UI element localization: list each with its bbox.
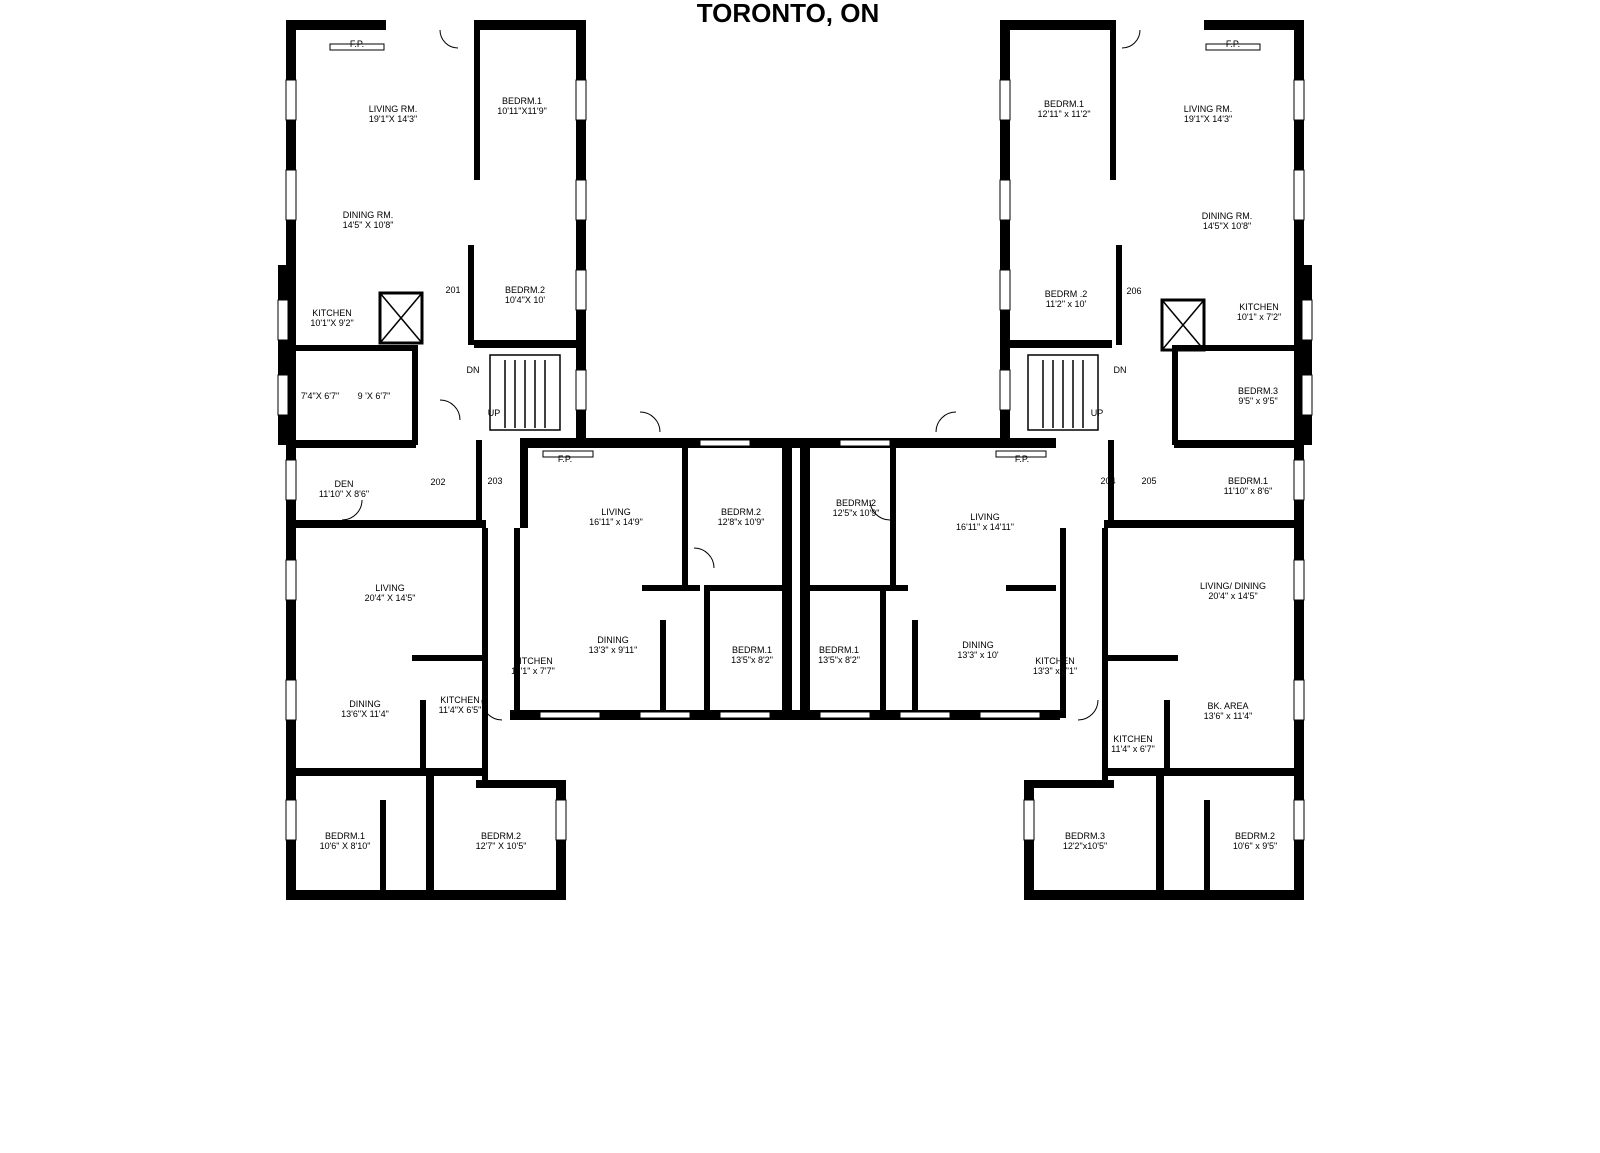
room-size-u206-dining: 14'5"X 10'8" bbox=[1203, 221, 1251, 231]
room-size-u203-bed2: 12'8"x 10'9" bbox=[718, 517, 765, 527]
room-size-u205-bed1: 11'10" x 8'6" bbox=[1224, 486, 1273, 496]
room-size-u206-bed1: 12'11" x 11'2" bbox=[1037, 109, 1090, 119]
room-size-u204-bed1: 13'5"x 8'2" bbox=[818, 655, 860, 665]
room-size-u203-bed1: 13'5"x 8'2" bbox=[731, 655, 773, 665]
room-size-u204-kitchen: 13'3" x 7'1" bbox=[1033, 666, 1077, 676]
fp-mark-206: F.P. bbox=[1226, 39, 1240, 49]
left-wing-walls bbox=[278, 20, 586, 900]
left-elevator bbox=[378, 291, 424, 345]
room-size-u202-living: 20'4" X 14'5" bbox=[365, 593, 416, 603]
room-size-u201-bed2: 10'4"X 10' bbox=[505, 295, 545, 305]
fp-mark-203: F.P. bbox=[558, 454, 572, 464]
fp-mark-204: F.P. bbox=[1015, 454, 1029, 464]
room-name-u202-kitchen: KITCHEN bbox=[440, 695, 480, 705]
right-stair bbox=[1027, 354, 1099, 431]
room-name-u206-bed3: BEDRM.3 bbox=[1238, 386, 1278, 396]
room-size-u203-living: 16'11" x 14'9" bbox=[589, 517, 643, 527]
room-name-u206-living: LIVING RM. bbox=[1184, 104, 1233, 114]
room-size-u202-bed1: 10'6" X 8'10" bbox=[320, 841, 371, 851]
room-name-u204-kitchen: KITCHEN bbox=[1035, 656, 1075, 666]
room-name-u206-kitchen: KITCHEN bbox=[1239, 302, 1279, 312]
room-size-u205-kitchen: 11'4" x 6'7" bbox=[1111, 744, 1155, 754]
room-name-u202-den: DEN bbox=[334, 479, 353, 489]
room-name-u204-dining: DINING bbox=[962, 640, 994, 650]
room-size-u206-living: 19'1"X 14'3" bbox=[1184, 114, 1232, 124]
room-name-u204-bed1: BEDRM.1 bbox=[819, 645, 859, 655]
room-name-u205-kitchen: KITCHEN bbox=[1113, 734, 1153, 744]
room-size-u205-bkarea: 13'6" x 11'4" bbox=[1204, 711, 1253, 721]
plan-title: TORONTO, ON bbox=[697, 0, 880, 28]
room-size-u206-bed3: 9'5" x 9'5" bbox=[1238, 396, 1277, 406]
room-name-u202-bed1: BEDRM.1 bbox=[325, 831, 365, 841]
room-name-u205-bkarea: BK. AREA bbox=[1207, 701, 1248, 711]
room-name-u202-dining: DINING bbox=[349, 699, 381, 709]
room-name-u205-living: LIVING/ DINING bbox=[1200, 581, 1266, 591]
room-name-u203-kitchen: KITCHEN bbox=[513, 656, 553, 666]
up-mark-left: UP bbox=[488, 408, 501, 418]
room-name-u203-bed1: BEDRM.1 bbox=[732, 645, 772, 655]
room-size-u206-kitchen: 10'1" x 7'2" bbox=[1237, 312, 1281, 322]
room-size-u205-living: 20'4" x 14'5" bbox=[1208, 591, 1257, 601]
room-size-u204-bed2: 12'5"x 10'9" bbox=[833, 508, 880, 518]
room-name-u201-living: LIVING RM. bbox=[369, 104, 418, 114]
room-size-u203-kitchen: 11'1" x 7'7" bbox=[511, 666, 555, 676]
left-stair bbox=[489, 354, 561, 431]
center-walls bbox=[510, 438, 1066, 720]
fp-mark-201: F.P. bbox=[350, 39, 364, 49]
room-name-u206-bed1: BEDRM.1 bbox=[1044, 99, 1084, 109]
dn-mark-right: DN bbox=[1114, 365, 1127, 375]
room-name-u203-dining: DINING bbox=[597, 635, 629, 645]
room-name-u201-kitchen: KITCHEN bbox=[312, 308, 352, 318]
up-mark-right: UP bbox=[1091, 408, 1104, 418]
room-size-u202-kitchen: 11'4"X 6'5" bbox=[439, 705, 482, 715]
room-size-u201-small1: 7'4"X 6'7" bbox=[301, 391, 339, 401]
room-name-u204-living: LIVING bbox=[970, 512, 1000, 522]
room-name-u203-bed2: BEDRM.2 bbox=[721, 507, 761, 517]
center-windows bbox=[539, 439, 1047, 719]
room-size-u202-bed2: 12'7" X 10'5" bbox=[476, 841, 527, 851]
room-name-u201-bed1: BEDRM.1 bbox=[502, 96, 542, 106]
room-size-u201-living: 19'1"X 14'3" bbox=[369, 114, 417, 124]
right-elevator bbox=[1160, 298, 1206, 352]
room-size-u201-kitchen: 10'1"X 9'2" bbox=[310, 318, 353, 328]
room-name-u204-bed2: BEDRM.2 bbox=[836, 498, 876, 508]
room-size-u202-dining: 13'6"X 11'4" bbox=[341, 709, 389, 719]
unit-206: 206 bbox=[1126, 286, 1141, 296]
room-size-u202-den: 11'10" X 8'6" bbox=[319, 489, 369, 499]
room-name-u201-dining: DINING RM. bbox=[343, 210, 394, 220]
unit-203: 203 bbox=[487, 476, 502, 486]
room-name-u206-dining: DINING RM. bbox=[1202, 211, 1253, 221]
door-swings bbox=[341, 29, 1141, 721]
room-size-u205-bed2: 10'6" x 9'5" bbox=[1233, 841, 1277, 851]
room-labels: LIVING RM.19'1"X 14'3"BEDRM.110'11"X11'9… bbox=[301, 96, 1281, 851]
room-size-u201-small2: 9 'X 6'7" bbox=[358, 391, 391, 401]
unit-204: 204 bbox=[1100, 476, 1115, 486]
unit-205: 205 bbox=[1141, 476, 1156, 486]
room-size-u204-living: 16'11" x 14'11" bbox=[956, 522, 1014, 532]
room-name-u205-bed2: BEDRM.2 bbox=[1235, 831, 1275, 841]
right-wing-windows bbox=[999, 43, 1313, 841]
room-name-u202-living: LIVING bbox=[375, 583, 405, 593]
dn-mark-left: DN bbox=[467, 365, 480, 375]
right-wing-walls bbox=[1000, 20, 1312, 900]
room-size-u206-bed2: 11'2" x 10' bbox=[1046, 299, 1087, 309]
room-size-u205-bed3: 12'2"x10'5" bbox=[1063, 841, 1107, 851]
room-name-u202-bed2: BEDRM.2 bbox=[481, 831, 521, 841]
room-size-u203-dining: 13'3" x 9'11" bbox=[589, 645, 638, 655]
left-wing-windows bbox=[277, 43, 587, 841]
room-name-u205-bed1: BEDRM.1 bbox=[1228, 476, 1268, 486]
room-name-u201-bed2: BEDRM.2 bbox=[505, 285, 545, 295]
room-size-u201-bed1: 10'11"X11'9" bbox=[497, 106, 547, 116]
room-name-u203-living: LIVING bbox=[601, 507, 631, 517]
unit-201: 201 bbox=[445, 285, 460, 295]
room-name-u206-bed2: BEDRM .2 bbox=[1045, 289, 1088, 299]
room-name-u205-bed3: BEDRM.3 bbox=[1065, 831, 1105, 841]
room-size-u201-dining: 14'5" X 10'8" bbox=[343, 220, 394, 230]
unit-202: 202 bbox=[430, 477, 445, 487]
room-size-u204-dining: 13'3" x 10' bbox=[957, 650, 998, 660]
